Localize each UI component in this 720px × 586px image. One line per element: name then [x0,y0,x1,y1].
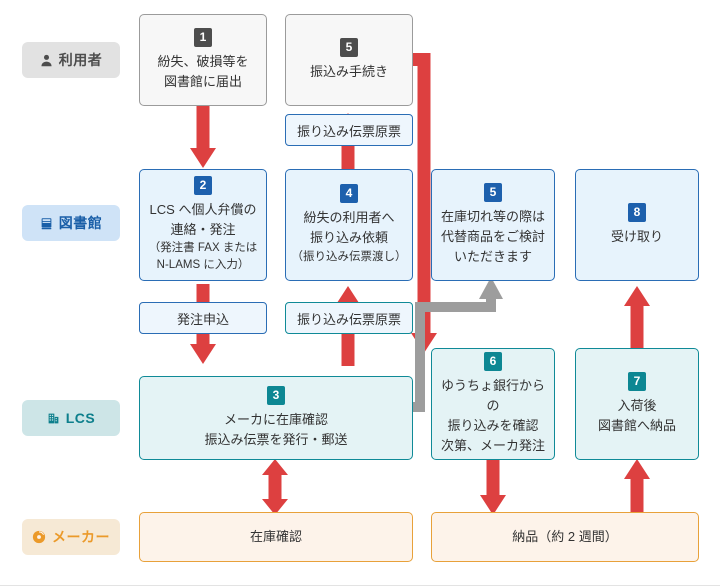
node-5-out-of-stock-alternative[interactable]: 5 在庫切れ等の際は 代替商品をご検討 いただきます [431,169,555,281]
chip-label: 振り込み伝票原票 [296,123,401,139]
node-text: 紛失の利用者へ 振り込み依頼 [303,210,395,246]
node-5-transfer-procedure[interactable]: 5 振込み手続き [285,14,413,106]
connector-maker2-to-n7 [620,459,654,515]
lane-label-text: 利用者 [58,52,103,68]
node-badge: 6 [483,351,503,371]
lane-label-text: 図書館 [58,215,103,231]
node-text: 受け取り [610,228,663,244]
node-badge: 7 [627,371,647,391]
connector-n7-to-n8 [620,284,654,350]
node-subtext: （発注書 FAX または N-LAMS に入力） [148,241,258,272]
node-text: メーカに在庫確認 振込み伝票を発行・郵送 [204,411,348,447]
node-7-deliver-to-library[interactable]: 7 入荷後 図書館へ納品 [575,348,699,460]
node-subtext: （振り込み伝票渡し） [291,250,407,263]
lane-label-maker: メーカー [22,519,120,555]
node-badge: 5 [483,182,503,202]
node-badge: 2 [193,175,213,195]
node-text: ゆうちょ銀行からの 振り込みを確認 次第、メーカ発注 [440,377,545,454]
node-text: 振込み手続き [309,63,388,79]
node-3-check-stock-issue-slip[interactable]: 3 メーカに在庫確認 振込み伝票を発行・郵送 [139,376,413,460]
connector-n3-maker1-bidirectional [258,459,292,515]
node-1-report-loss[interactable]: 1 紛失、破損等を 図書館に届出 [139,14,267,106]
connector-n1-to-n2 [186,104,220,170]
chip-transfer-slip-original-top: 振り込み伝票原票 [285,114,413,146]
node-8-receive[interactable]: 8 受け取り [575,169,699,281]
node-badge: 5 [339,37,359,57]
person-icon [40,54,53,67]
lane-label-text: メーカー [52,529,110,545]
node-badge: 4 [339,184,359,204]
connector-n6-to-maker2 [476,459,510,515]
node-text: 在庫切れ等の際は 代替商品をご検討 いただきます [440,208,545,265]
node-maker-stock-check[interactable]: 在庫確認 [139,512,413,562]
node-text: 在庫確認 [249,528,302,544]
chip-transfer-slip-original-bottom: 振り込み伝票原票 [285,302,413,334]
disc-icon [32,530,46,544]
lane-label-text: LCS [65,410,96,426]
connector-n3-to-n5mid [412,277,512,412]
node-maker-delivery[interactable]: 納品（約 2 週間） [431,512,699,562]
node-badge: 8 [627,202,647,222]
node-6-confirm-transfer-order-maker[interactable]: 6 ゆうちょ銀行からの 振り込みを確認 次第、メーカ発注 [431,348,555,460]
building-icon [47,412,60,425]
node-text: 納品（約 2 週間） [512,528,618,544]
book-icon [40,217,53,230]
lane-label-user: 利用者 [22,42,120,78]
node-text: LCS へ個人弁償の 連絡・発注 [149,201,257,237]
node-badge: 3 [266,385,286,405]
lane-label-library: 図書館 [22,205,120,241]
chip-order-application: 発注申込 [139,302,267,334]
lane-label-lcs: LCS [22,400,120,436]
chip-label: 発注申込 [176,311,229,327]
node-2-contact-lcs-order[interactable]: 2 LCS へ個人弁償の 連絡・発注 （発注書 FAX または N-LAMS に… [139,169,267,281]
node-4-request-transfer[interactable]: 4 紛失の利用者へ 振り込み依頼 （振り込み伝票渡し） [285,169,413,281]
node-text: 紛失、破損等を 図書館に届出 [157,53,249,89]
chip-label: 振り込み伝票原票 [296,311,401,327]
node-text: 入荷後 図書館へ納品 [597,397,676,433]
node-badge: 1 [193,27,213,47]
